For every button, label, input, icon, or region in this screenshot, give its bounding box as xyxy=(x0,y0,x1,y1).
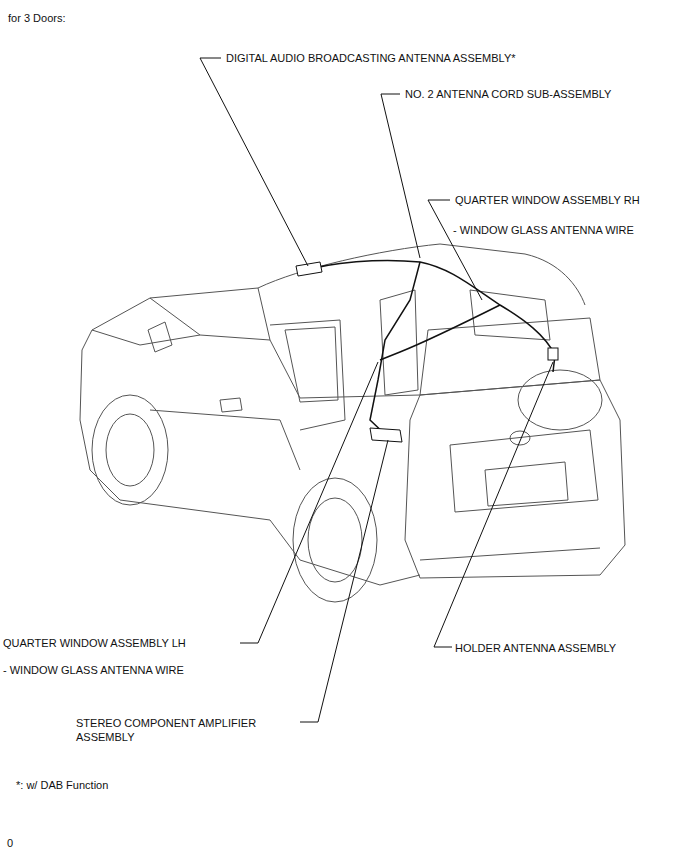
part-name: HOLDER ANTENNA ASSEMBLY xyxy=(455,641,616,655)
sub-part-name: - WINDOW GLASS ANTENNA WIRE xyxy=(453,223,634,237)
part-name: QUARTER WINDOW ASSEMBLY LH xyxy=(3,636,186,650)
part-name: QUARTER WINDOW ASSEMBLY RH xyxy=(455,193,640,207)
part-name: DIGITAL AUDIO BROADCASTING ANTENNA ASSEM… xyxy=(226,51,516,65)
sub-part-name: - WINDOW GLASS ANTENNA WIRE xyxy=(3,663,184,677)
part-name: STEREO COMPONENT AMPLIFIER ASSEMBLY xyxy=(76,716,291,744)
page-title: for 3 Doors: xyxy=(8,11,65,25)
part-name: NO. 2 ANTENNA CORD SUB-ASSEMBLY xyxy=(405,87,611,101)
illustration-code: 0 xyxy=(7,836,13,850)
footnote: *: w/ DAB Function xyxy=(16,778,108,792)
